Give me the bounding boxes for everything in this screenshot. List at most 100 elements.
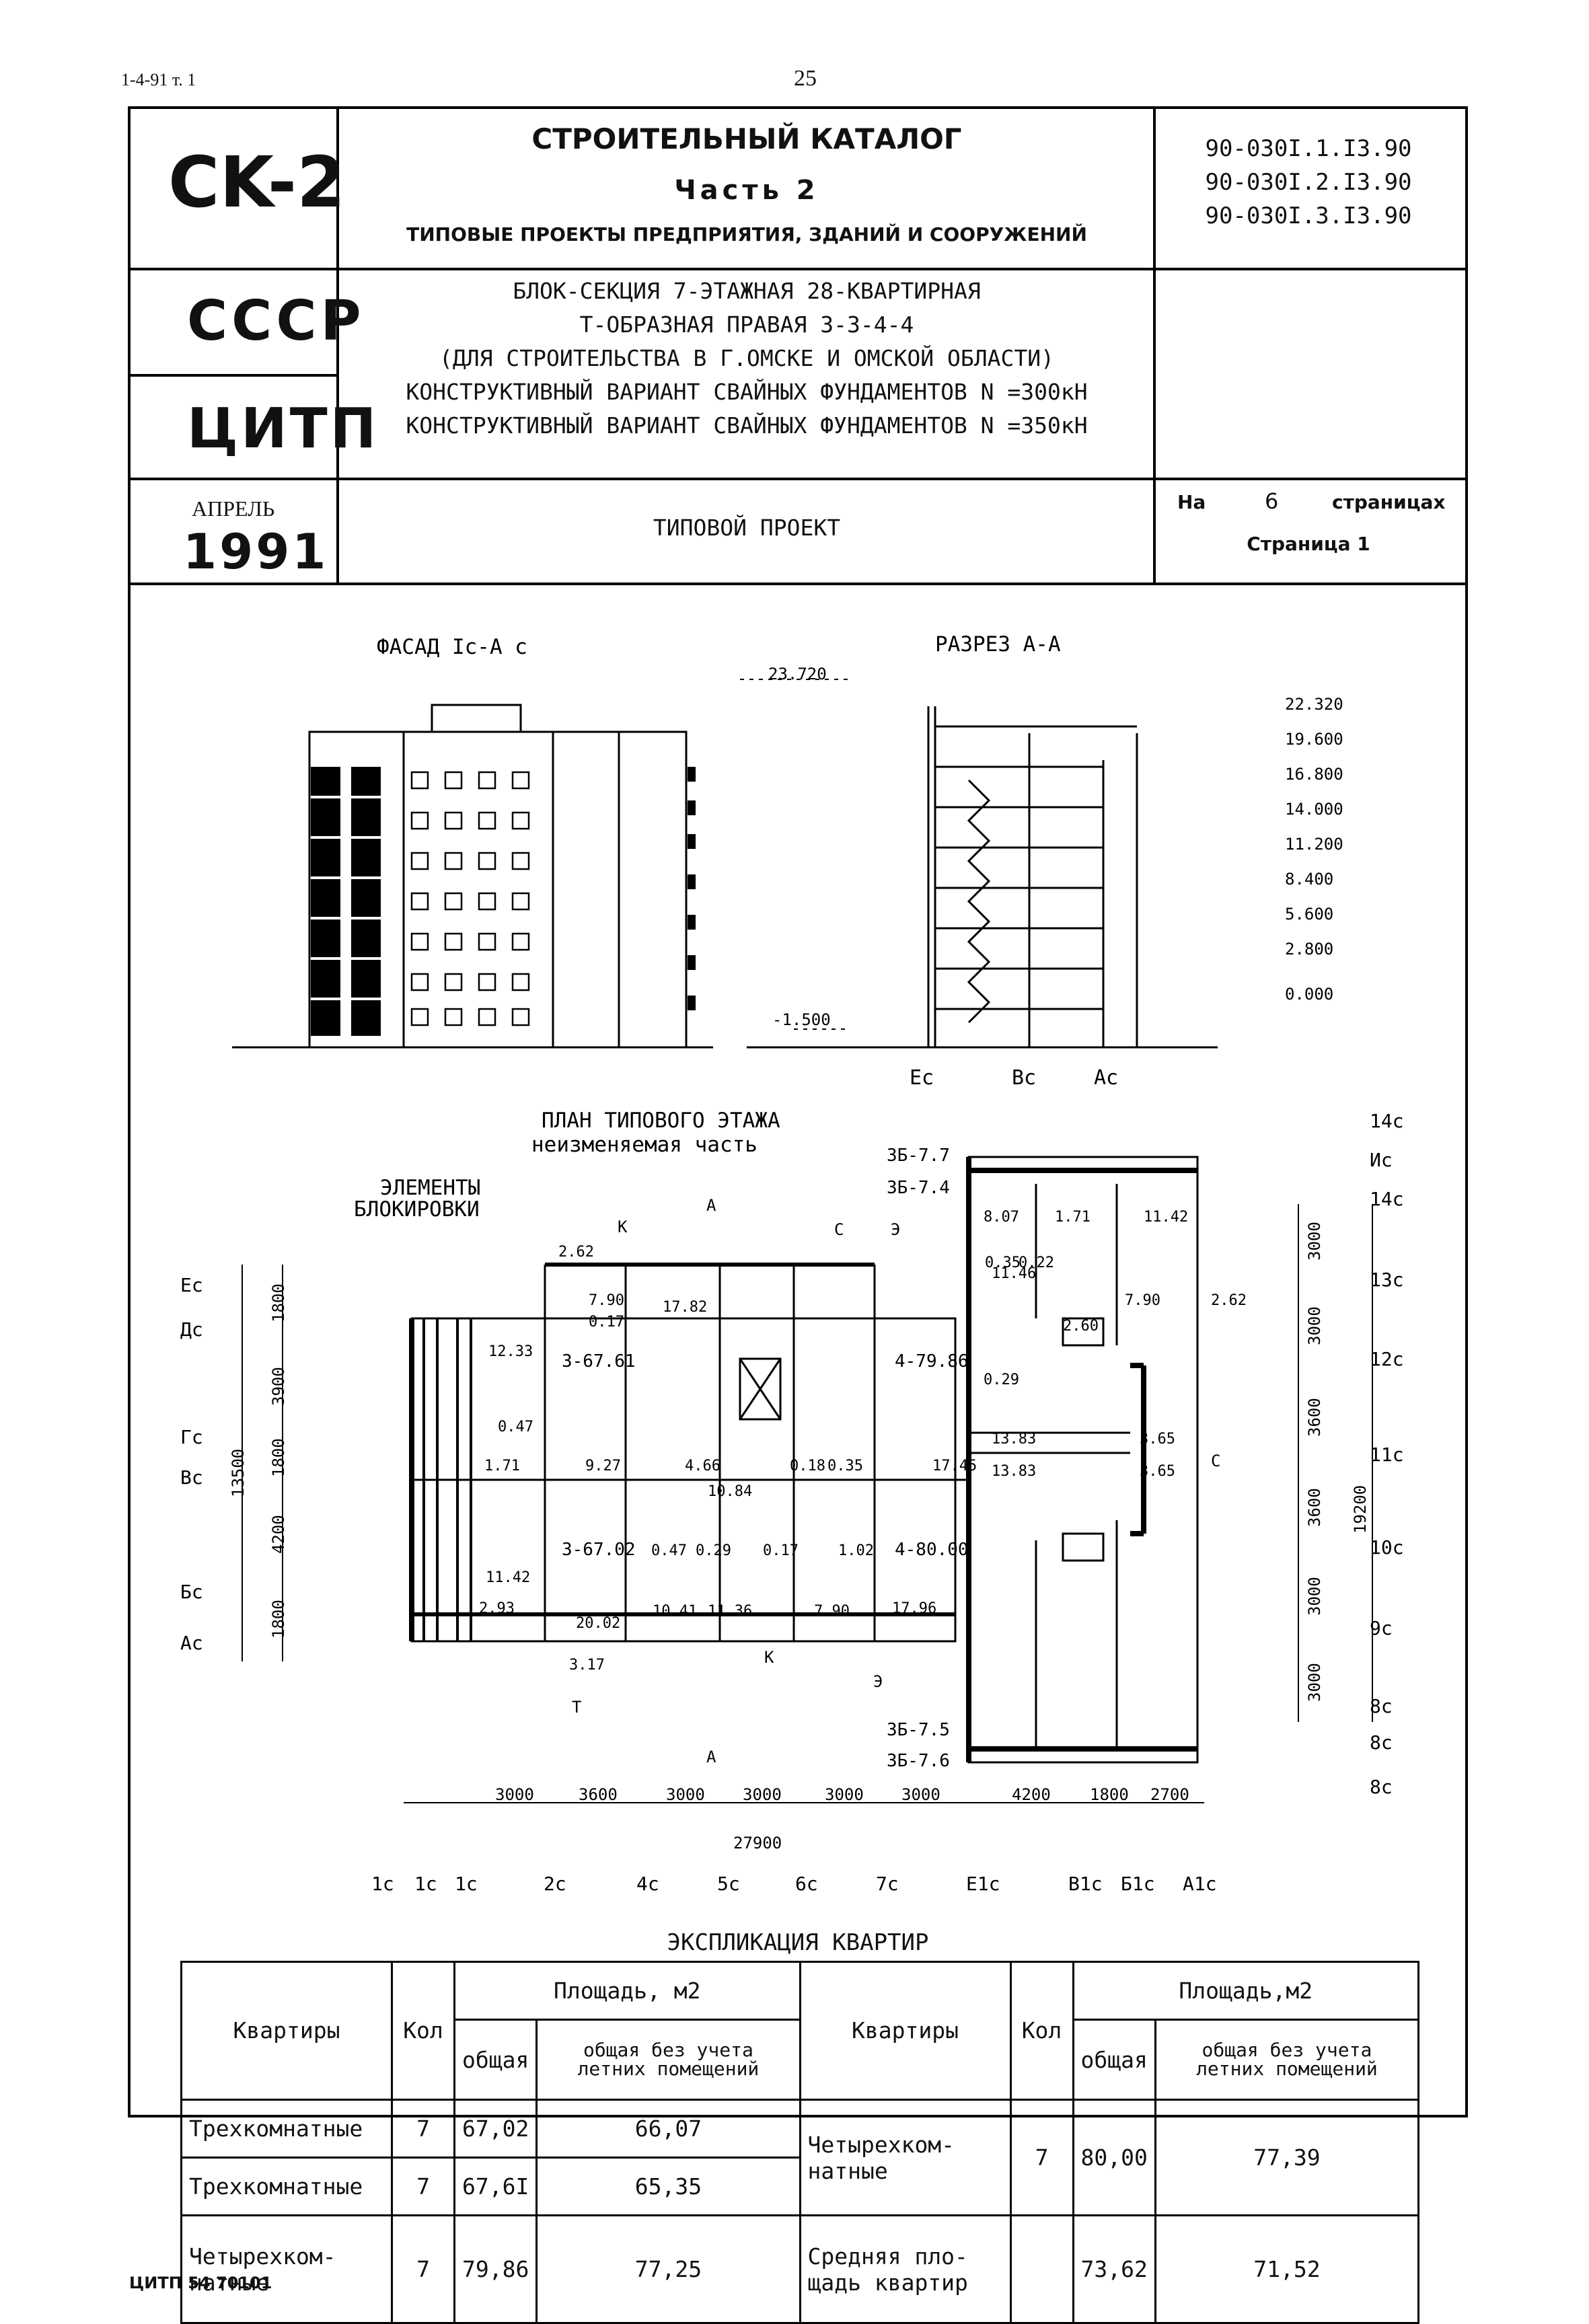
apartment-label: 3-67.02 bbox=[562, 1540, 636, 1560]
axis-label: А1с bbox=[1183, 1873, 1217, 1895]
table-row: Трехкомнатные 7 67,02 66,07 Четырехком-н… bbox=[180, 2098, 1420, 2217]
room-area: 17.45 bbox=[932, 1458, 977, 1474]
section-mark: А bbox=[706, 1748, 716, 1766]
apt-net: 65,35 bbox=[535, 2156, 801, 2217]
axis-label: 8с bbox=[1370, 1776, 1393, 1798]
section-mark: Э bbox=[891, 1220, 900, 1239]
room-areas: 2.62 7.90 0.17 17.82 12.33 0.47 1.71 9.2… bbox=[479, 1209, 1247, 1674]
axis-label: В1с bbox=[1068, 1873, 1103, 1895]
left-axes: Ес Дс Гс Вс Бс Ас bbox=[180, 1274, 203, 1654]
room-area: 9.27 bbox=[585, 1458, 621, 1474]
project-title: БЛОК-СЕКЦИЯ 7-ЭТАЖНАЯ 28-КВАРТИРНАЯ Т-ОБ… bbox=[343, 274, 1150, 443]
section-bottom-mark: -1.500 bbox=[772, 1010, 831, 1029]
project-codes: 90-030I.1.I3.90 90-030I.2.I3.90 90-030I.… bbox=[1164, 132, 1453, 233]
header-apartments-right: Квартиры bbox=[799, 1961, 1012, 2101]
room-area: 4.66 bbox=[685, 1458, 720, 1474]
room-area: 10.41 bbox=[653, 1603, 697, 1620]
pages-count-value: 6 bbox=[1265, 488, 1279, 514]
room-area: 1.02 bbox=[838, 1542, 874, 1559]
header-col-1 bbox=[336, 106, 339, 584]
dim-label: 3900 bbox=[269, 1367, 288, 1406]
level-mark: 0.000 bbox=[1285, 985, 1333, 1004]
axis-label: 8с bbox=[1370, 1695, 1393, 1717]
project-code: 90-030I.3.I3.90 bbox=[1205, 202, 1412, 229]
dim-label: 3000 bbox=[1305, 1306, 1324, 1345]
wall-marks: 3Б-7.7 3Б-7.4 3Б-7.5 3Б-7.6 bbox=[887, 1146, 950, 1771]
blocking-title: ЭЛЕМЕНТЫ bbox=[380, 1176, 480, 1200]
apt-name: Трехкомнатные bbox=[180, 2098, 393, 2159]
room-area: 2.62 bbox=[1211, 1292, 1247, 1309]
room-area: 1.71 bbox=[484, 1458, 520, 1474]
catalog-subtitle: ТИПОВЫЕ ПРОЕКТЫ ПРЕДПРИЯТИЯ, ЗДАНИЙ И СО… bbox=[406, 223, 1087, 246]
axis-label: Вс bbox=[180, 1466, 203, 1489]
catalog-part: Часть 2 bbox=[674, 175, 819, 206]
level-mark: 16.800 bbox=[1285, 765, 1343, 784]
bottom-axes: 1с 1с 1с 2с 4с 5с 6с 7с Е1с В1с Б1с А1с bbox=[371, 1873, 1217, 1895]
table-row: Трехкомнатные 7 67,6I 65,35 bbox=[180, 2156, 1419, 2217]
header-count: Кол bbox=[391, 1961, 455, 2101]
section-axes: Ес Вс Ас bbox=[910, 1066, 1118, 1090]
apt-name: Четырехком-натные bbox=[180, 2214, 393, 2324]
room-area: 3.65 bbox=[1140, 1463, 1175, 1480]
dim-label: 3000 bbox=[743, 1785, 782, 1804]
dim-label: 2700 bbox=[1150, 1785, 1189, 1804]
apt-total: 73,62 bbox=[1072, 2214, 1156, 2324]
apartment-labels: 3-67.61 3-67.02 4-79.86 4-80.00 bbox=[562, 1351, 969, 1560]
room-area: 10.84 bbox=[708, 1483, 752, 1500]
axis-label: 7с bbox=[876, 1873, 899, 1895]
header-divider-3 bbox=[128, 478, 1468, 480]
project-title-line: Т-ОБРАЗНАЯ ПРАВАЯ 3-3-4-4 bbox=[579, 311, 914, 338]
axis-label: Ес bbox=[910, 1066, 934, 1090]
level-mark: 22.320 bbox=[1285, 695, 1343, 714]
dim-total: 19200 bbox=[1351, 1485, 1370, 1534]
axis-label: 6с bbox=[795, 1873, 818, 1895]
header-count-right: Кол bbox=[1009, 1961, 1074, 2101]
dim-total: 27900 bbox=[733, 1834, 782, 1852]
dim-total: 13500 bbox=[229, 1449, 248, 1497]
dim-label: 1800 bbox=[269, 1438, 288, 1477]
apt-name: Четырехком-натные bbox=[799, 2098, 1012, 2217]
axis-label: 8с bbox=[1370, 1731, 1393, 1754]
project-title-line: (ДЛЯ СТРОИТЕЛЬСТВА В Г.ОМСКЕ И ОМСКОЙ ОБ… bbox=[439, 345, 1054, 371]
section-mark: Э bbox=[873, 1672, 883, 1691]
right-axes: 14с Ис 14с 13с 12с 11с 10с 9с 8с 8с 8с bbox=[1370, 1110, 1404, 1798]
apt-count: 7 bbox=[1009, 2098, 1074, 2217]
explication-table: Квартиры Кол Площадь, м2 Квартиры Кол Пл… bbox=[180, 1960, 1420, 2324]
header-col-2 bbox=[1153, 106, 1156, 584]
sheet-code: 1-4-91 т. 1 bbox=[121, 70, 196, 89]
room-area: 12.33 bbox=[488, 1343, 533, 1360]
dim-label: 3000 bbox=[666, 1785, 705, 1804]
plan-drawing bbox=[409, 1156, 1199, 1764]
apartment-label: 3-67.61 bbox=[562, 1351, 636, 1372]
explication-title: ЭКСПЛИКАЦИЯ КВАРТИР bbox=[667, 1929, 929, 1956]
dim-label: 3000 bbox=[495, 1785, 534, 1804]
room-area: 11.42 bbox=[1144, 1209, 1188, 1226]
project-title-line: БЛОК-СЕКЦИЯ 7-ЭТАЖНАЯ 28-КВАРТИРНАЯ bbox=[513, 278, 981, 304]
header-area-right: Площадь,м2 bbox=[1072, 1960, 1419, 2021]
axis-label: 14с bbox=[1370, 1110, 1404, 1132]
dim-label: 3000 bbox=[1305, 1222, 1324, 1261]
dim-label: 4200 bbox=[269, 1515, 288, 1554]
room-area: 13.83 bbox=[992, 1463, 1036, 1480]
axis-label: Гс bbox=[180, 1426, 203, 1448]
axis-label: 13с bbox=[1370, 1269, 1404, 1291]
apt-total: 67,6I bbox=[453, 2156, 538, 2217]
section-mark: С bbox=[834, 1220, 844, 1239]
dim-label: 3000 bbox=[1305, 1663, 1324, 1702]
dim-label: 3600 bbox=[579, 1785, 618, 1804]
room-area: 2.62 bbox=[558, 1244, 594, 1261]
axis-label: 5с bbox=[717, 1873, 740, 1895]
dim-label: 3600 bbox=[1305, 1398, 1324, 1437]
room-area: 7.90 bbox=[1125, 1292, 1160, 1309]
axis-label: 10с bbox=[1370, 1536, 1404, 1559]
project-code: 90-030I.2.I3.90 bbox=[1205, 169, 1412, 196]
axis-label: 11с bbox=[1370, 1444, 1404, 1466]
room-area: 0.18 bbox=[790, 1458, 825, 1474]
header-divider-1 bbox=[128, 268, 1468, 270]
left-dims: 1800 3900 1800 4200 1800 13500 bbox=[229, 1283, 288, 1639]
wall-mark: 3Б-7.5 bbox=[887, 1720, 950, 1740]
section-mark: А bbox=[706, 1196, 716, 1215]
wall-mark: 3Б-7.4 bbox=[887, 1178, 950, 1198]
apt-count: 7 bbox=[391, 2098, 455, 2159]
axis-label: Вс bbox=[1012, 1066, 1036, 1090]
